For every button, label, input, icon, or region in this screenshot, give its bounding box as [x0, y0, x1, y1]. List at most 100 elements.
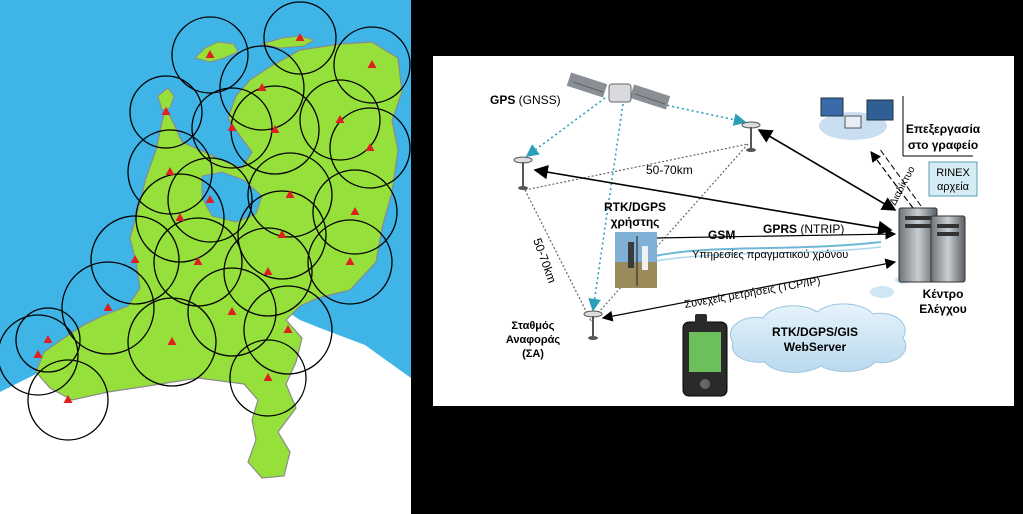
station-marker: [257, 83, 267, 91]
station-marker: [345, 257, 355, 265]
station-marker: [175, 213, 185, 221]
distance-left-label: 50-70km: [530, 236, 559, 285]
station-coverage-map: [0, 0, 411, 514]
office-processing-label: Επεξεργασία: [906, 122, 981, 136]
reference-station-label: Σταθμός: [512, 320, 555, 332]
gsm-wave: [654, 246, 882, 262]
coverage-circle: [171, 16, 249, 94]
gprs-label: GPRS (NTRIP): [763, 222, 844, 236]
coverage-circle: [0, 314, 79, 396]
webserver-label: WebServer: [784, 340, 847, 354]
baseline-top: [524, 143, 749, 191]
station-marker: [277, 230, 287, 238]
wadden-island: [194, 41, 239, 63]
station-marker: [33, 350, 43, 358]
station-marker: [227, 307, 237, 315]
coverage-circle: [191, 87, 273, 169]
realtime-services-label: Υπηρεσίες πραγματικού χρόνου: [692, 249, 848, 261]
rtk-user-photo: [615, 232, 657, 288]
reference-station-label: (ΣΑ): [522, 348, 544, 360]
gsm-wave: [654, 241, 882, 257]
distance-top-label: 50-70km: [646, 163, 693, 177]
station-marker: [193, 257, 203, 265]
rinex-box: [928, 161, 978, 197]
reference-stations: [33, 33, 377, 403]
gps-signal-line: [525, 97, 606, 157]
network-rtk-diagram: GPS (GNSS) 50-70km 50-70km RTK/DGPS χρήσ…: [433, 56, 1014, 406]
link-user-to-control: [654, 228, 897, 240]
station-marker: [167, 337, 177, 345]
station-marker: [43, 335, 53, 343]
station-marker: [161, 107, 171, 115]
control-center-label: Κέντρο: [923, 287, 964, 301]
control-center-server-icon: [898, 207, 966, 283]
station-marker: [285, 190, 295, 198]
coverage-circle: [333, 26, 411, 104]
coverage-circle: [127, 297, 217, 387]
coverage-circle: [229, 339, 307, 417]
coverage-circle: [243, 285, 333, 375]
link-office-to-control: [878, 147, 922, 207]
coverage-circle: [135, 173, 225, 263]
office-computer-icon: [819, 96, 973, 157]
station-marker: [263, 267, 273, 275]
satellite-icon: [566, 72, 671, 110]
coverage-circle: [167, 157, 253, 243]
station-marker: [270, 125, 280, 133]
station-marker: [130, 255, 140, 263]
station-marker: [295, 33, 305, 41]
gps-label: GPS (GNSS): [490, 93, 561, 107]
gnss-antenna-icon: [741, 121, 761, 152]
coverage-circle: [187, 267, 277, 357]
link-station-to-control: [757, 129, 897, 211]
coverage-circle: [61, 261, 155, 355]
station-marker: [365, 143, 375, 151]
cloud-puff: [870, 286, 894, 298]
coverage-circle: [263, 1, 337, 75]
station-marker: [165, 167, 175, 175]
office-processing-label: στο γραφείο: [908, 138, 978, 152]
coverage-circle: [247, 152, 333, 238]
coverage-circle: [237, 190, 327, 280]
rinex-label: αρχεία: [937, 181, 970, 193]
coverage-circle: [15, 307, 81, 373]
coverage-circle: [129, 75, 203, 149]
gnss-antenna-icon: [513, 156, 533, 190]
gsm-label: GSM: [708, 228, 735, 242]
coverage-circle: [223, 227, 313, 317]
coverage-circle: [307, 219, 393, 305]
link-station-to-control: [533, 165, 893, 235]
station-marker: [263, 373, 273, 381]
link-station-to-control: [601, 258, 897, 322]
rtk-user-title: χρήστης: [611, 215, 660, 229]
coverage-circles: [0, 1, 411, 441]
station-marker: [63, 395, 73, 403]
control-center-label: Ελέγχου: [919, 302, 967, 316]
rtk-user-title: RTK/DGPS: [604, 200, 666, 214]
coverage-circle: [219, 45, 305, 131]
coverage-circle: [329, 107, 411, 189]
coverage-circle: [90, 215, 180, 305]
station-marker: [205, 50, 215, 58]
station-marker: [205, 195, 215, 203]
coverage-circle: [312, 169, 398, 255]
station-marker: [367, 60, 377, 68]
webserver-label: RTK/DGPS/GIS: [772, 325, 858, 339]
link-office-to-control: [870, 151, 914, 209]
inland-sea: [201, 171, 263, 223]
internet-label: Διαδίκτυο: [887, 164, 918, 208]
station-marker: [350, 207, 360, 215]
station-marker: [103, 303, 113, 311]
gps-signal-line: [632, 97, 747, 126]
handheld-pda-icon: [682, 314, 728, 397]
wadden-island: [157, 87, 175, 111]
coverage-circle: [27, 359, 109, 441]
station-marker: [335, 115, 345, 123]
rinex-label: RINEX: [936, 167, 970, 179]
mainland: [35, 41, 403, 479]
station-marker: [227, 123, 237, 131]
gnss-antenna-icon: [583, 310, 603, 340]
baseline-left: [524, 189, 592, 322]
station-marker: [283, 325, 293, 333]
reference-station-label: Αναφοράς: [506, 334, 561, 346]
